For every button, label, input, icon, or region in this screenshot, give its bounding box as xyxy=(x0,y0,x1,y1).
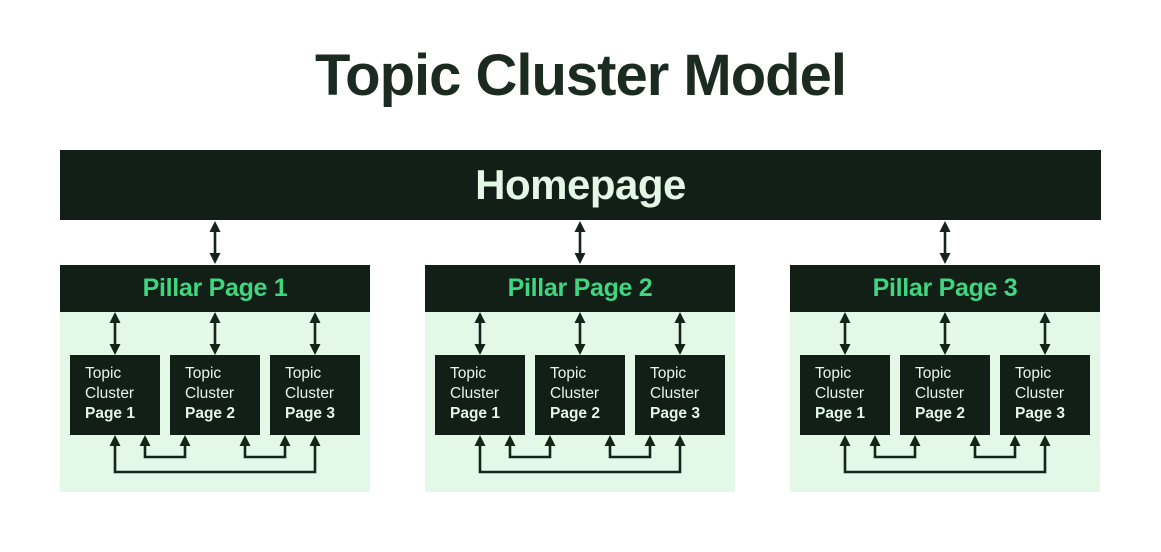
pillar1-label: Pillar Page 1 xyxy=(142,274,288,302)
pillar3-node: Pillar Page 3 xyxy=(790,265,1100,312)
pillar2-node: Pillar Page 2 xyxy=(425,265,735,312)
homepage-node: Homepage xyxy=(60,150,1101,220)
cluster-line: Cluster xyxy=(650,385,700,402)
pillar2-topic-cluster-page1-node: Topic Cluster Page 1 xyxy=(435,355,525,435)
cluster-page-label: Page 1 xyxy=(85,405,135,422)
cluster-line: Topic xyxy=(915,365,952,382)
pillar2-cluster1-bidirectional-arrow-icon xyxy=(474,312,486,355)
pillar3-cluster3-bidirectional-arrow-icon xyxy=(1039,312,1051,355)
pillar3-topic-cluster-page2-node: Topic Cluster Page 2 xyxy=(900,355,990,435)
pillar3-cluster-interlink-arrows-icon xyxy=(839,435,1051,474)
cluster-line: Topic xyxy=(450,365,487,382)
pillar-group-1: Pillar Page 1 Topic Cluster Page 1 Topic… xyxy=(60,265,370,492)
cluster-page-label: Page 3 xyxy=(1015,405,1065,422)
cluster-line: Topic xyxy=(550,365,587,382)
cluster-line: Topic xyxy=(285,365,322,382)
pillar2-cluster-interlink-arrows-icon xyxy=(474,435,686,474)
cluster-page-label: Page 1 xyxy=(450,405,500,422)
diagram-title: Topic Cluster Model xyxy=(315,43,847,108)
pillar3-label: Pillar Page 3 xyxy=(872,274,1018,302)
pillar1-cluster1-bidirectional-arrow-icon xyxy=(109,312,121,355)
cluster-page-label: Page 1 xyxy=(815,405,865,422)
cluster-page-label: Page 3 xyxy=(650,405,700,422)
pillar2-topic-cluster-page2-node: Topic Cluster Page 2 xyxy=(535,355,625,435)
cluster-page-label: Page 2 xyxy=(550,405,600,422)
homepage-pillar1-bidirectional-arrow-icon xyxy=(209,221,221,264)
pillar1-cluster3-bidirectional-arrow-icon xyxy=(309,312,321,355)
pillar2-topic-cluster-page3-node: Topic Cluster Page 3 xyxy=(635,355,725,435)
pillar1-topic-cluster-page3-node: Topic Cluster Page 3 xyxy=(270,355,360,435)
pillar3-topic-cluster-page1-node: Topic Cluster Page 1 xyxy=(800,355,890,435)
cluster-page-label: Page 2 xyxy=(185,405,235,422)
homepage-label: Homepage xyxy=(475,161,686,208)
pillar1-topic-cluster-page1-node: Topic Cluster Page 1 xyxy=(70,355,160,435)
pillar2-label: Pillar Page 2 xyxy=(507,274,653,302)
pillar1-cluster-interlink-arrows-icon xyxy=(109,435,321,474)
cluster-line: Topic xyxy=(85,365,122,382)
pillar1-node: Pillar Page 1 xyxy=(60,265,370,312)
cluster-line: Cluster xyxy=(915,385,965,402)
cluster-line: Cluster xyxy=(85,385,135,402)
pillar-group-3: Pillar Page 3 Topic Cluster Page 1 Topic… xyxy=(790,265,1100,492)
pillar3-cluster2-bidirectional-arrow-icon xyxy=(939,312,951,355)
cluster-line: Cluster xyxy=(815,385,865,402)
pillar3-cluster1-bidirectional-arrow-icon xyxy=(839,312,851,355)
pillar1-cluster2-bidirectional-arrow-icon xyxy=(209,312,221,355)
cluster-line: Topic xyxy=(1015,365,1052,382)
cluster-page-label: Page 3 xyxy=(285,405,335,422)
cluster-page-label: Page 2 xyxy=(915,405,965,422)
homepage-pillar2-bidirectional-arrow-icon xyxy=(574,221,586,264)
cluster-line: Topic xyxy=(650,365,687,382)
pillar2-cluster3-bidirectional-arrow-icon xyxy=(674,312,686,355)
homepage-pillar3-bidirectional-arrow-icon xyxy=(939,221,951,264)
pillar-group-2: Pillar Page 2 Topic Cluster Page 1 Topic… xyxy=(425,265,735,492)
cluster-line: Cluster xyxy=(450,385,500,402)
pillar1-topic-cluster-page2-node: Topic Cluster Page 2 xyxy=(170,355,260,435)
pillar2-cluster2-bidirectional-arrow-icon xyxy=(574,312,586,355)
cluster-line: Topic xyxy=(185,365,222,382)
cluster-line: Cluster xyxy=(285,385,335,402)
cluster-line: Cluster xyxy=(185,385,235,402)
cluster-line: Cluster xyxy=(550,385,600,402)
cluster-line: Cluster xyxy=(1015,385,1065,402)
pillar3-topic-cluster-page3-node: Topic Cluster Page 3 xyxy=(1000,355,1090,435)
cluster-line: Topic xyxy=(815,365,852,382)
